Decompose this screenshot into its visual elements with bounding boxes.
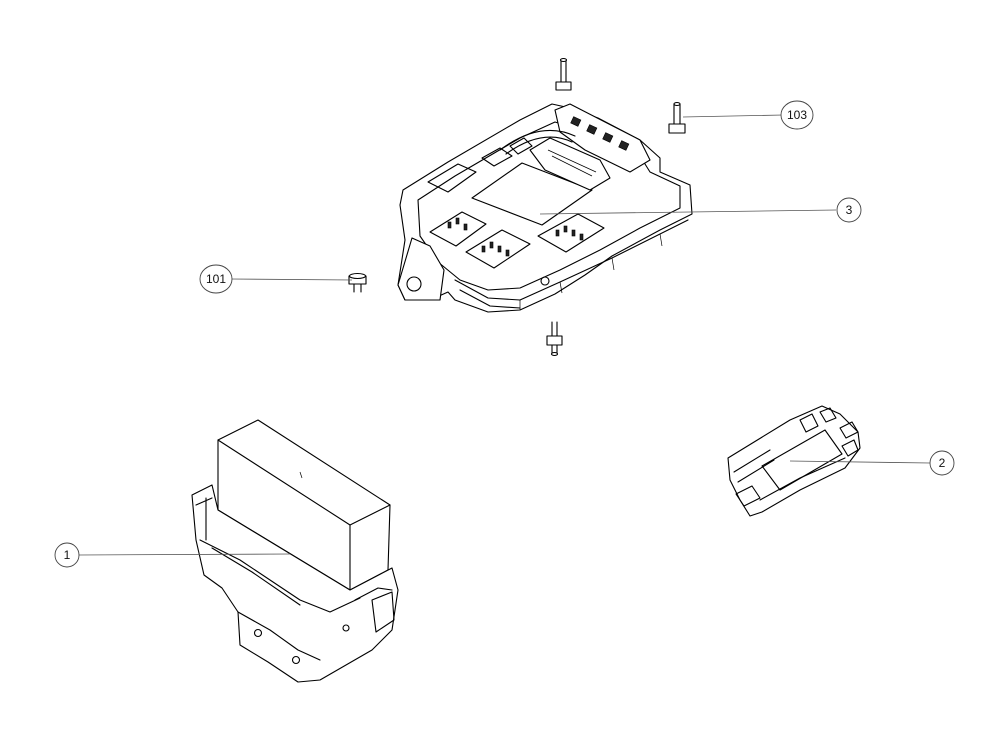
callout-1: 1 — [54, 542, 80, 568]
callout-1-label: 1 — [64, 548, 71, 562]
bolt-top-left — [555, 57, 572, 91]
bolt-101 — [348, 272, 367, 293]
callout-101: 101 — [199, 264, 233, 294]
callout-101-label: 101 — [206, 272, 226, 286]
callout-2: 2 — [929, 450, 955, 476]
leader-lines — [78, 114, 931, 556]
bolt-bottom — [546, 321, 563, 357]
callout-2-label: 2 — [939, 456, 946, 470]
callout-103-label: 103 — [787, 108, 807, 122]
housing-part-1 — [191, 419, 399, 683]
callout-103: 103 — [780, 100, 814, 130]
callout-3-label: 3 — [846, 203, 853, 217]
callout-3: 3 — [836, 197, 862, 223]
control-module-part-3 — [397, 103, 693, 313]
bolt-103 — [668, 101, 686, 134]
